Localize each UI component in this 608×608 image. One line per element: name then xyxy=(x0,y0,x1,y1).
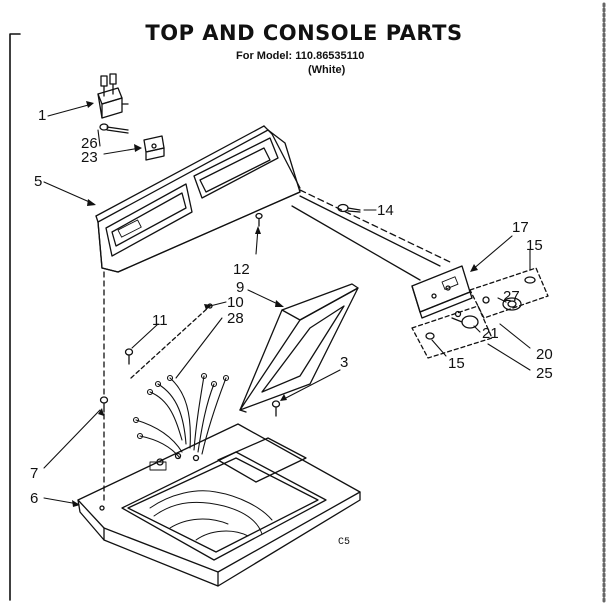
callout-28: 28 xyxy=(227,310,244,327)
callout-14: 14 xyxy=(377,202,394,219)
top-panel-part-6 xyxy=(77,423,361,587)
callout-12: 12 xyxy=(233,261,250,278)
timer-part-17 xyxy=(411,265,473,319)
model-number: For Model: 110.86535110 xyxy=(236,50,365,62)
color-note: (White) xyxy=(308,64,346,76)
page-frame xyxy=(9,2,606,606)
callout-1: 1 xyxy=(38,107,47,124)
screw-part-26 xyxy=(99,123,129,134)
callout-21: 21 xyxy=(482,325,499,342)
callout-25: 25 xyxy=(536,365,553,382)
screw-part-7 xyxy=(99,271,109,501)
callout-15-bottom: 15 xyxy=(448,355,465,372)
switch-part-1 xyxy=(97,73,129,119)
callout-23: 23 xyxy=(81,149,98,166)
leader-arrowheads xyxy=(72,101,478,507)
screw-part-3 xyxy=(271,400,281,417)
wire-harness-part-28 xyxy=(132,372,230,459)
callout-10: 10 xyxy=(227,294,244,311)
console-panel-part-5 xyxy=(95,125,301,273)
callout-17: 17 xyxy=(512,219,529,236)
callout-20: 20 xyxy=(536,346,553,363)
page-title: TOP AND CONSOLE PARTS xyxy=(145,21,463,45)
leader-lines xyxy=(43,103,531,505)
knob-bracket-assembly xyxy=(411,267,549,359)
callout-3: 3 xyxy=(340,354,349,371)
screw-part-11 xyxy=(124,348,134,365)
callout-11: 11 xyxy=(152,312,168,329)
bracket-part-23 xyxy=(143,135,165,161)
callout-27: 27 xyxy=(503,288,520,305)
bracket-part-9 xyxy=(239,283,359,413)
callout-15-top: 15 xyxy=(526,237,543,254)
callout-7: 7 xyxy=(30,465,39,482)
wire-lead-part-10 xyxy=(130,303,213,379)
callout-6: 6 xyxy=(30,490,39,507)
callout-5: 5 xyxy=(34,173,43,190)
screw-part-14 xyxy=(337,203,361,213)
console-rail xyxy=(291,189,451,281)
page-code: C5 xyxy=(338,537,351,548)
screw-part-12 xyxy=(255,212,263,227)
callout-9: 9 xyxy=(236,279,245,296)
callout-26: 26 xyxy=(81,135,98,152)
